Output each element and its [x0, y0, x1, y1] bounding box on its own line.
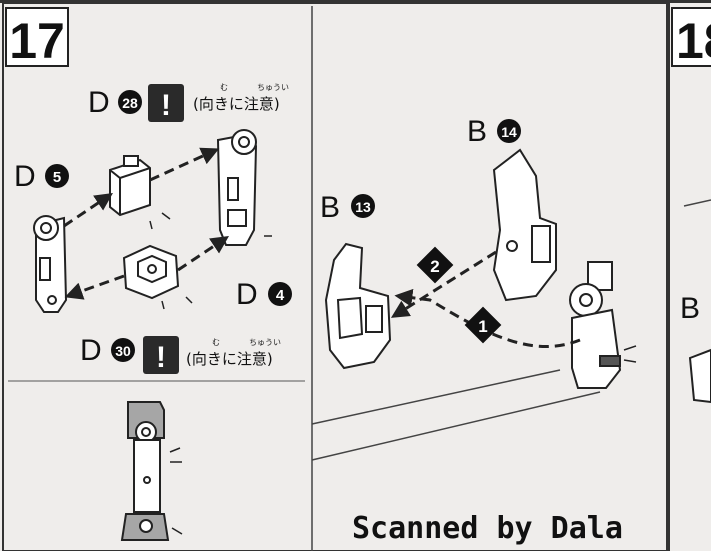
- ruby-chuui: ちゅうい: [257, 83, 289, 92]
- part-letter: B: [320, 191, 340, 224]
- step18-number: 18: [676, 13, 711, 69]
- ruby-mu: む: [220, 83, 228, 92]
- svg-text:2: 2: [430, 257, 439, 276]
- svg-text:!: !: [161, 89, 171, 122]
- part-letter: D: [80, 334, 102, 367]
- part-number: 14: [501, 124, 517, 140]
- scanner-watermark: Scanned by Dala: [352, 511, 623, 546]
- part-number: 13: [355, 199, 371, 215]
- step17-number-box: 17: [6, 8, 68, 69]
- part-letter: B: [467, 115, 487, 148]
- warning-icon: !: [143, 336, 179, 374]
- part-d4-drawing: [218, 130, 256, 245]
- part-letter: D: [14, 160, 36, 193]
- ruby-chuui: ちゅうい: [249, 338, 281, 347]
- part-d5-drawing: [34, 216, 66, 312]
- part-number: 4: [276, 287, 285, 304]
- part-letter: D: [236, 278, 258, 311]
- svg-text:1: 1: [478, 317, 487, 336]
- step18-number-box: 18: [672, 8, 711, 69]
- warning-icon: !: [148, 84, 184, 122]
- part-letter: D: [88, 86, 110, 119]
- step17-number: 17: [9, 13, 65, 69]
- orientation-note: (向きに注意): [186, 350, 273, 368]
- svg-text:!: !: [156, 341, 166, 374]
- part-number: 5: [53, 169, 61, 186]
- ruby-mu: む: [212, 338, 220, 347]
- part-d30-drawing: [124, 246, 178, 298]
- orientation-note: (向きに注意): [193, 95, 280, 113]
- part-number: 30: [115, 343, 131, 359]
- part-letter: B: [680, 292, 700, 325]
- part-number: 28: [122, 95, 138, 111]
